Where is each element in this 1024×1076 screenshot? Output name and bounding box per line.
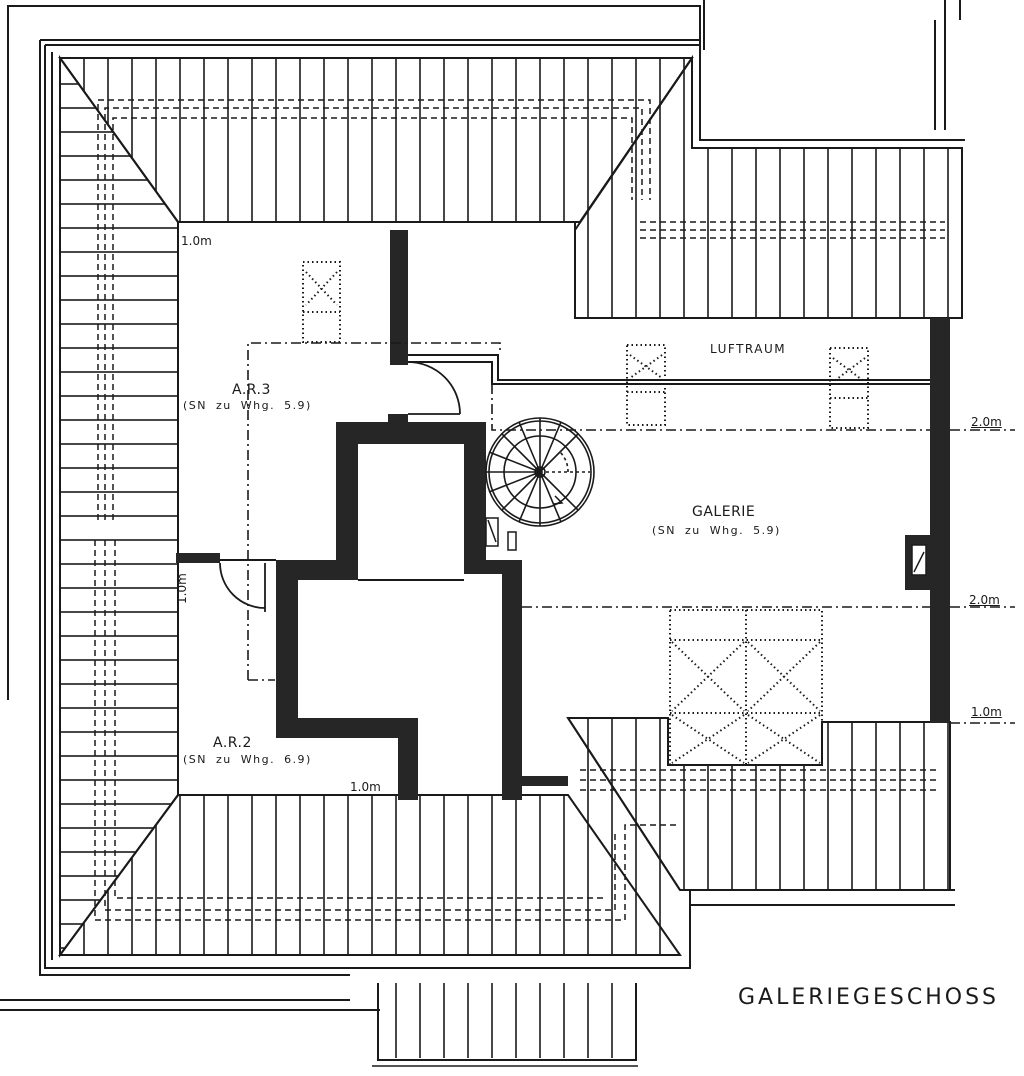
roof-right-lower — [566, 717, 951, 955]
partition-lines — [220, 354, 930, 581]
skylights — [302, 261, 869, 766]
interior-walls[interactable] — [176, 230, 950, 800]
room-label-ar3: A.R.3 — [232, 382, 271, 398]
room-label-luftraum: LUFTRAUM — [710, 342, 787, 356]
dimension-right-middle: 2.0m — [969, 593, 1000, 607]
dimension-right-upper: 2.0m — [971, 415, 1002, 429]
room-label-ar2: A.R.2 — [213, 735, 252, 751]
bottom-balcony — [372, 983, 638, 1067]
door-swings[interactable] — [219, 361, 461, 612]
dimension-ar3-top: 1.0m — [181, 234, 212, 248]
dimension-ar2-side: 1.0m — [175, 573, 189, 604]
height-boundary-lines — [247, 342, 1015, 724]
dimension-ar2-bottom: 1.0m — [350, 780, 381, 794]
roof-right-upper — [574, 54, 963, 319]
floor-title: GALERIEGESCHOSS — [738, 985, 999, 1010]
room-sub-ar3: (SN zu Whg. 5.9) — [183, 399, 312, 412]
outer-building-lines — [0, 0, 965, 1011]
dimension-right-lower: 1.0m — [971, 705, 1002, 719]
room-sub-galerie: (SN zu Whg. 5.9) — [652, 524, 781, 537]
roof-dashed-lines — [94, 99, 945, 921]
spiral-staircase[interactable] — [485, 417, 595, 527]
room-sub-ar2: (SN zu Whg. 6.9) — [183, 753, 312, 766]
room-label-galerie: GALERIE — [692, 504, 756, 520]
chimney-flues — [485, 517, 927, 576]
